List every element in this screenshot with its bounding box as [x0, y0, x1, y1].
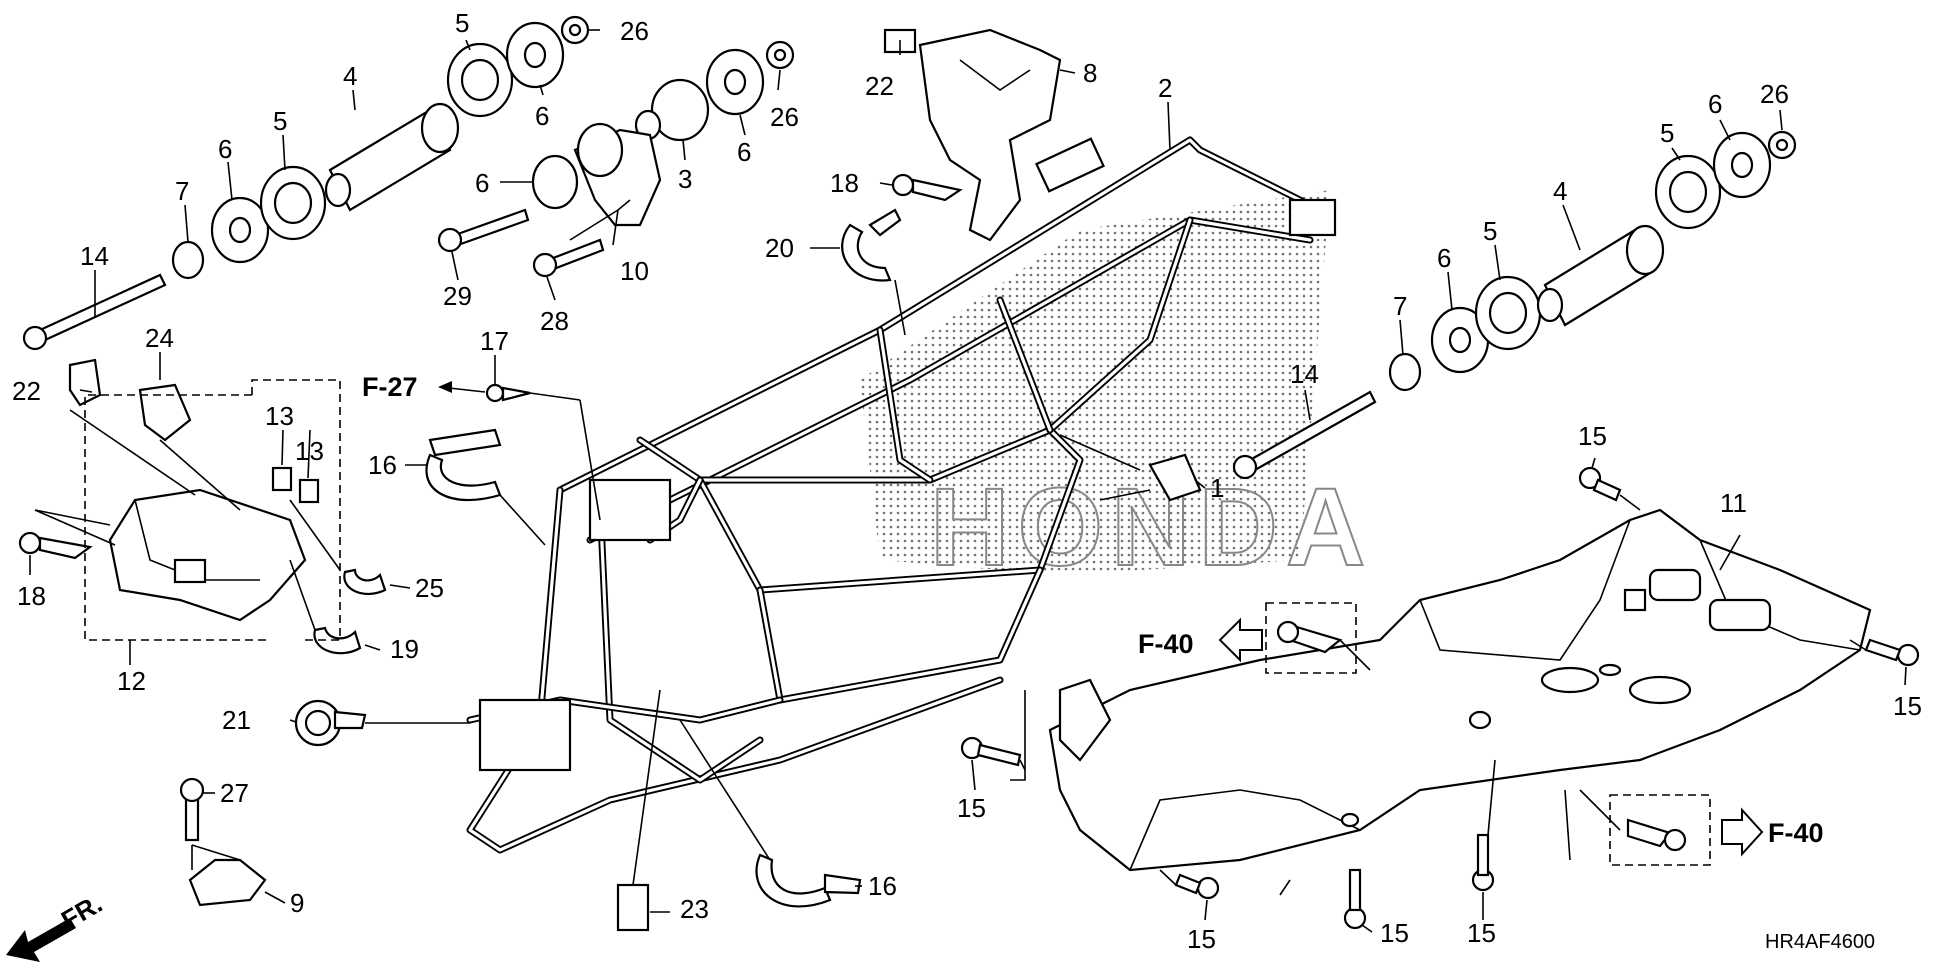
callout-24: 24 [145, 323, 174, 353]
callout-6: 6 [737, 137, 751, 167]
callout-5: 5 [273, 106, 287, 136]
callout-19: 19 [390, 634, 419, 664]
callout-5: 5 [1483, 216, 1497, 246]
callout-6: 6 [1708, 89, 1722, 119]
callout-14: 14 [80, 241, 109, 271]
callout-14: 14 [1290, 359, 1319, 389]
callout-6: 6 [218, 134, 232, 164]
callout-15: 15 [1893, 691, 1922, 721]
callout-16: 16 [868, 871, 897, 901]
svg-text:F-40: F-40 [1768, 818, 1824, 848]
callout-4: 4 [343, 61, 357, 91]
callout-20: 20 [765, 233, 794, 263]
callout-18: 18 [830, 168, 859, 198]
callout-3: 3 [678, 164, 692, 194]
callout-12: 12 [117, 666, 146, 696]
callout-18: 18 [17, 581, 46, 611]
callout-7: 7 [1393, 291, 1407, 321]
callout-2: 2 [1158, 73, 1172, 103]
callout-4: 4 [1553, 176, 1567, 206]
callout-23: 23 [680, 894, 709, 924]
callout-9: 9 [290, 888, 304, 918]
ref-f27[interactable]: F-27 [362, 372, 485, 402]
callout-28: 28 [540, 306, 569, 336]
callout-21: 21 [222, 705, 251, 735]
callout-29: 29 [443, 281, 472, 311]
callout-15: 15 [1578, 421, 1607, 451]
callout-7: 7 [175, 176, 189, 206]
callout-16: 16 [368, 450, 397, 480]
callout-13: 13 [265, 401, 294, 431]
callout-1: 1 [1210, 473, 1224, 503]
callout-6: 6 [1437, 243, 1451, 273]
svg-text:F-27: F-27 [362, 372, 418, 402]
callout-22: 22 [865, 71, 894, 101]
callout-26: 26 [1760, 79, 1789, 109]
callout-15: 15 [1380, 918, 1409, 948]
callout-15: 15 [957, 793, 986, 823]
callout-6: 6 [535, 101, 549, 131]
honda-watermark: HONDA [860, 190, 1373, 589]
callout-5: 5 [455, 8, 469, 38]
callout-8: 8 [1083, 58, 1097, 88]
callout-13: 13 [295, 436, 324, 466]
callout-10: 10 [620, 256, 649, 286]
callout-27: 27 [220, 778, 249, 808]
callout-11: 11 [1720, 488, 1747, 518]
callout-15: 15 [1187, 924, 1216, 954]
callout-26: 26 [620, 16, 649, 46]
svg-text:F-40: F-40 [1138, 629, 1194, 659]
ref-f40-left[interactable]: F-40 [1138, 620, 1262, 660]
front-direction-indicator: FR. [6, 888, 107, 962]
callout-5: 5 [1660, 118, 1674, 148]
ref-f40-right[interactable]: F-40 [1722, 810, 1824, 854]
callout-15: 15 [1467, 918, 1496, 948]
callout-17: 17 [480, 326, 509, 356]
callout-22: 22 [12, 376, 41, 406]
diagram-code: HR4AF4600 [1765, 931, 1875, 953]
callout-26: 26 [770, 102, 799, 132]
callout-25: 25 [415, 573, 444, 603]
callout-6: 6 [475, 168, 489, 198]
